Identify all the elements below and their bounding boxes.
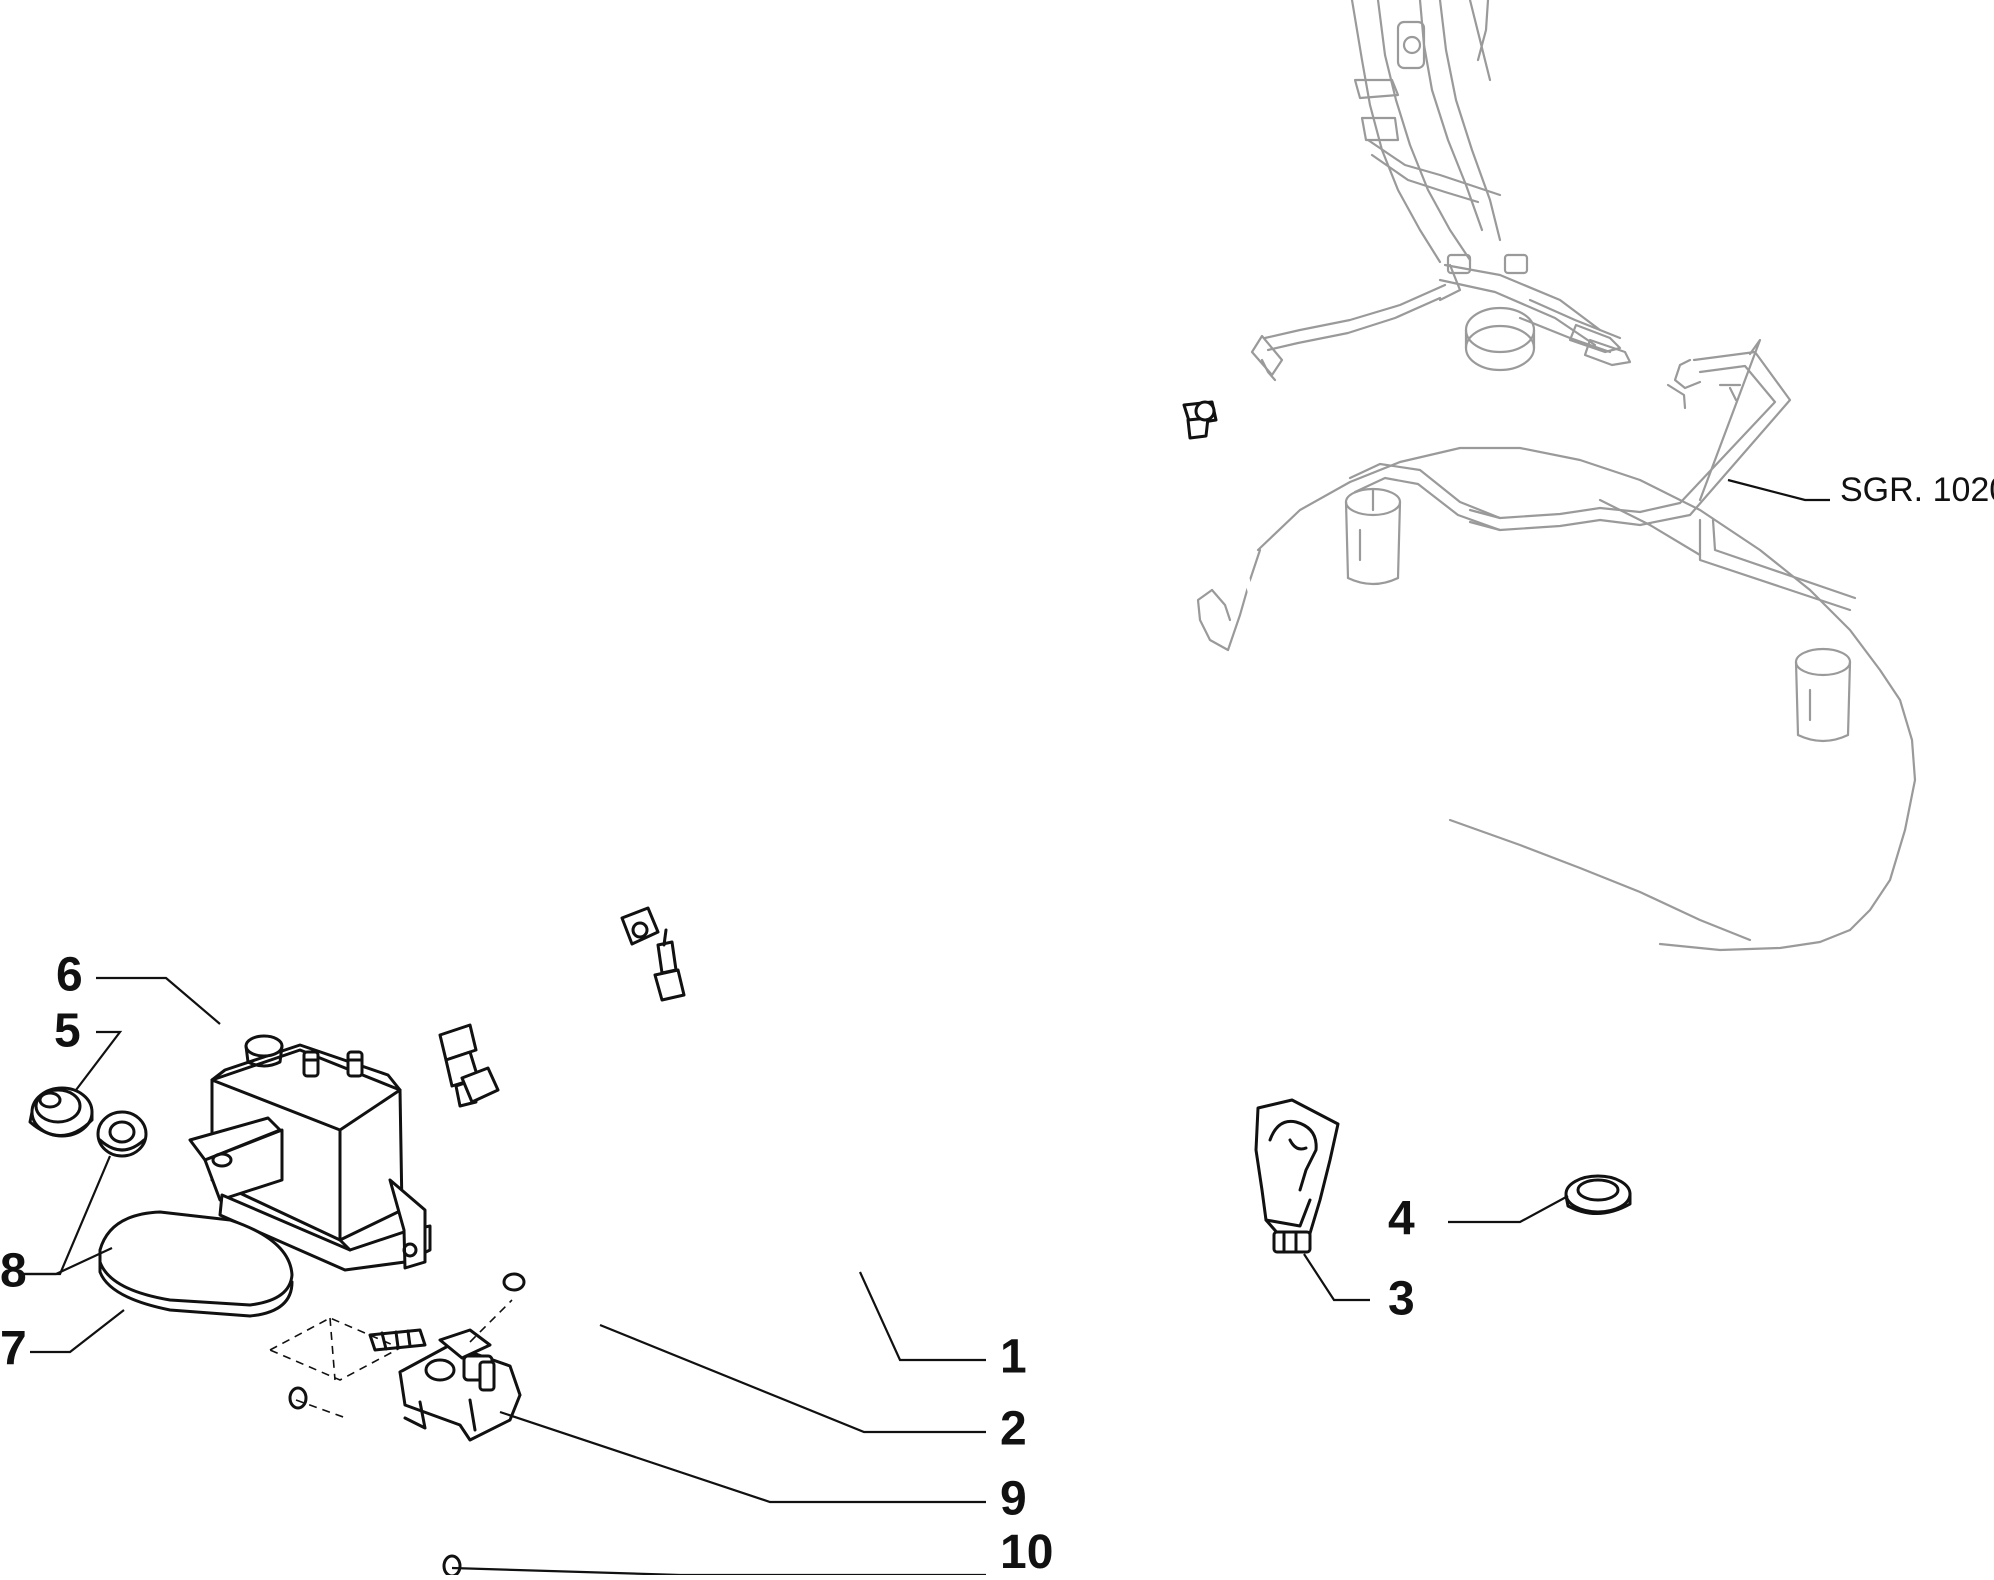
assembly-dashed-lines: [268, 1299, 513, 1419]
leader-lines: [24, 478, 1830, 1577]
part-5-grommet: [28, 1086, 94, 1138]
fuel-tank-ghost: [1196, 446, 1917, 952]
callout-labels: 1 2 3 4 5 6 7 8 9 10 SGR. 10200: [0, 471, 1994, 1579]
callout-10: 10: [1000, 1526, 1053, 1575]
part-10-vent-hose: [263, 1386, 462, 1578]
part-6-canister: [188, 1034, 432, 1272]
callout-1: 1: [1000, 1331, 1027, 1384]
callout-9: 9: [1000, 1473, 1027, 1526]
part-7-pad: [98, 1210, 294, 1318]
callout-5: 5: [54, 1005, 81, 1058]
filler-neck-assembly-ghost: [1250, 0, 1632, 382]
callout-7: 7: [0, 1323, 27, 1376]
part-1-vapour-pipe: [653, 400, 1413, 1273]
callout-8: 8: [0, 1245, 27, 1298]
part-8-washer: [96, 1110, 148, 1158]
callout-3: 3: [1388, 1273, 1415, 1326]
callout-4: 4: [1388, 1193, 1415, 1246]
part-2-pipe: [460, 1066, 651, 1341]
part-9-solenoid-valve: [368, 1328, 522, 1442]
callout-2: 2: [1000, 1403, 1027, 1456]
upper-hose: [299, 839, 660, 1108]
reference-sgr: SGR. 10200: [1840, 471, 1994, 509]
part-4-plug: [1564, 1174, 1632, 1216]
part-3-clip: [1254, 1098, 1340, 1254]
fuel-lines-ghost: [1344, 338, 1857, 743]
callout-6: 6: [56, 949, 83, 1002]
